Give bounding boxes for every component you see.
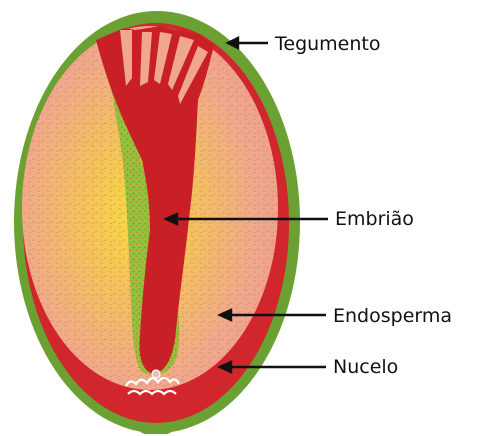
label-tegumento: Tegumento bbox=[275, 35, 380, 54]
label-endosperma: Endosperma bbox=[333, 307, 452, 326]
label-nucelo: Nucelo bbox=[333, 358, 398, 377]
label-embriao: Embrião bbox=[335, 210, 414, 229]
radicle-dot bbox=[152, 370, 160, 378]
